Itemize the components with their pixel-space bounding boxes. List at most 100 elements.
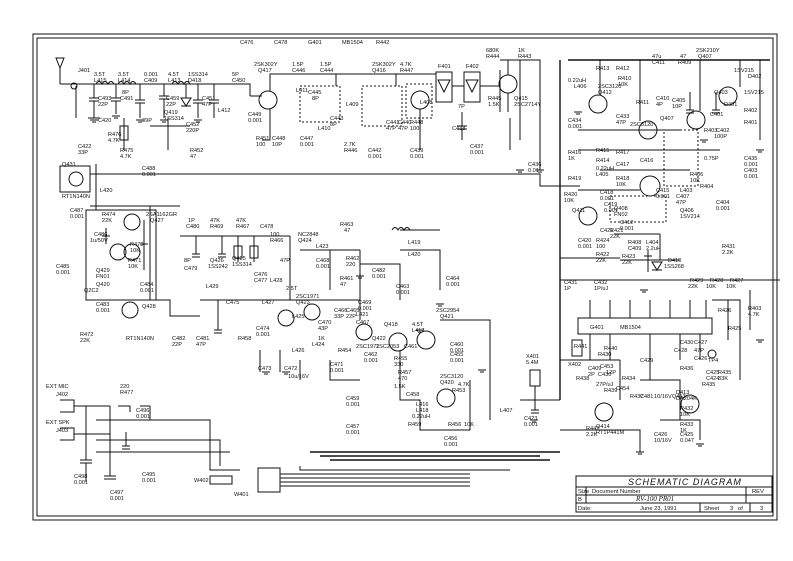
label-q406: Q406 bbox=[680, 208, 694, 214]
label-c455: C455 bbox=[450, 352, 463, 358]
label-c473: C473 bbox=[258, 366, 271, 372]
ic-mb1504-label: MB1504 bbox=[620, 325, 641, 331]
ext-mic-jack-symbol bbox=[60, 399, 110, 413]
shield-box-q408 bbox=[609, 195, 667, 223]
label-r404: R404 bbox=[700, 184, 713, 190]
label-q416-type: 2SK302Y bbox=[372, 62, 396, 68]
crystal-x401 bbox=[529, 369, 541, 387]
label-x402: X402 bbox=[568, 362, 581, 368]
label-c446-value: 1.5P bbox=[292, 62, 304, 68]
label-r471: R471 bbox=[128, 258, 141, 264]
label-c449-value: 0.001 bbox=[248, 118, 262, 124]
label-c425b-value: 0.047 bbox=[680, 438, 694, 444]
label-j401: J401 bbox=[78, 68, 90, 74]
label-r447: R447 bbox=[400, 68, 413, 74]
connector-w401 bbox=[257, 467, 281, 493]
label-r444: R444 bbox=[486, 54, 499, 60]
label-l406: L406 bbox=[574, 84, 586, 90]
label-x401: X401 bbox=[526, 354, 539, 360]
label-r462: R462 bbox=[346, 256, 359, 262]
label-c435: C435 bbox=[744, 156, 757, 162]
label-r432: R432 bbox=[680, 406, 693, 412]
label-c480-value: 1P bbox=[188, 218, 195, 224]
sheet-total: 3 bbox=[760, 506, 763, 512]
label-c453: C453 bbox=[600, 364, 613, 370]
label-l405: L405 bbox=[596, 172, 608, 178]
label-c416: C416 bbox=[640, 158, 653, 164]
label-r409: R409 bbox=[678, 60, 691, 66]
label-c405-value: 10P bbox=[672, 104, 682, 110]
label-r420: R420 bbox=[564, 192, 577, 198]
transistor-q423 bbox=[277, 309, 295, 327]
coil-l414 bbox=[117, 81, 137, 85]
label-c452: C452 bbox=[186, 122, 199, 128]
label-8p: 8P bbox=[184, 258, 191, 264]
label-r430: R430 bbox=[598, 352, 611, 358]
transistor-q413 bbox=[680, 394, 700, 414]
label-c493: C493 bbox=[98, 96, 111, 102]
label-nc2848: NC2848 bbox=[298, 232, 319, 238]
label-c430: C430 bbox=[680, 340, 693, 346]
label-c415: C415 bbox=[656, 188, 669, 194]
label-c422-value: 33P bbox=[78, 150, 88, 156]
label-c483: C483 bbox=[96, 302, 109, 308]
label-r427: 10K bbox=[726, 284, 736, 290]
label-r435: R435 bbox=[702, 382, 715, 388]
ground-symbols-right bbox=[516, 111, 764, 455]
label-q424: Q424 bbox=[298, 238, 312, 244]
label-r433-value: 1K bbox=[680, 428, 687, 434]
label-r445-value: 1.5K bbox=[488, 102, 500, 108]
label-q420: Q420 bbox=[96, 282, 110, 288]
label-r455-value: 330 bbox=[394, 362, 403, 368]
label-c482: C482 bbox=[172, 336, 185, 342]
label-q412: Q412 bbox=[598, 90, 612, 96]
label-r414: R414 bbox=[596, 158, 609, 164]
label-r476: R476 bbox=[108, 132, 121, 138]
label-c441-value: 47P bbox=[386, 126, 396, 132]
label-c433: C433 bbox=[616, 114, 629, 120]
label-c425: C425 bbox=[706, 370, 719, 376]
label-r441: R441 bbox=[574, 344, 587, 350]
label-q419-type: 1SS314 bbox=[164, 116, 184, 122]
label-r469-value: 47K bbox=[210, 218, 220, 224]
label-c420: C420 bbox=[98, 118, 111, 124]
label-l410: L410 bbox=[318, 126, 330, 132]
label-r472: R472 bbox=[80, 332, 93, 338]
label-q425: Q425 bbox=[232, 256, 246, 262]
label-r403: R403 bbox=[704, 128, 717, 134]
label-r463-value: 47 bbox=[344, 228, 350, 234]
label-extra-158: C476 bbox=[240, 40, 253, 46]
label-q427-type: 2SA1162GR bbox=[146, 212, 177, 218]
label-c465: C465 bbox=[346, 308, 359, 314]
label-c410: C410 bbox=[656, 96, 669, 102]
label-q422: Q422 bbox=[372, 336, 386, 342]
label-r422-value: 22K bbox=[596, 258, 606, 264]
label-d401: D401 bbox=[724, 102, 737, 108]
label-c450: C450 bbox=[232, 78, 245, 84]
label-r456: R456 bbox=[448, 422, 461, 428]
label-q431: Q431 bbox=[62, 162, 76, 168]
label-c409c: C409 bbox=[588, 366, 601, 372]
label-c495: C495 bbox=[142, 472, 155, 478]
ground-symbols-top bbox=[90, 115, 202, 123]
pll-ic-g401 bbox=[577, 317, 713, 335]
label-c452-value: 220P bbox=[186, 128, 199, 134]
label-c483-value: 0.001 bbox=[96, 308, 110, 314]
label-c460: C460 bbox=[450, 342, 463, 348]
label-c420b: C420 bbox=[578, 238, 591, 244]
label-q428: Q428 bbox=[142, 304, 156, 310]
label-c431: C431 bbox=[564, 280, 577, 286]
label-r473: R473 bbox=[130, 242, 143, 248]
label-c405: C405 bbox=[672, 98, 685, 104]
label-c417: C417 bbox=[616, 162, 629, 168]
label-c419-value: 0.001 bbox=[604, 208, 618, 214]
label-q417: Q417 bbox=[258, 68, 272, 74]
label-r419: R419 bbox=[568, 176, 581, 182]
label-r428-value: R428 bbox=[710, 278, 723, 284]
label-c440: C440 bbox=[398, 120, 411, 126]
label-q416: Q416 bbox=[372, 68, 386, 74]
label-r413: R413 bbox=[596, 66, 609, 72]
label-r436: R436 bbox=[680, 366, 693, 372]
label-c419: C419 bbox=[604, 202, 617, 208]
